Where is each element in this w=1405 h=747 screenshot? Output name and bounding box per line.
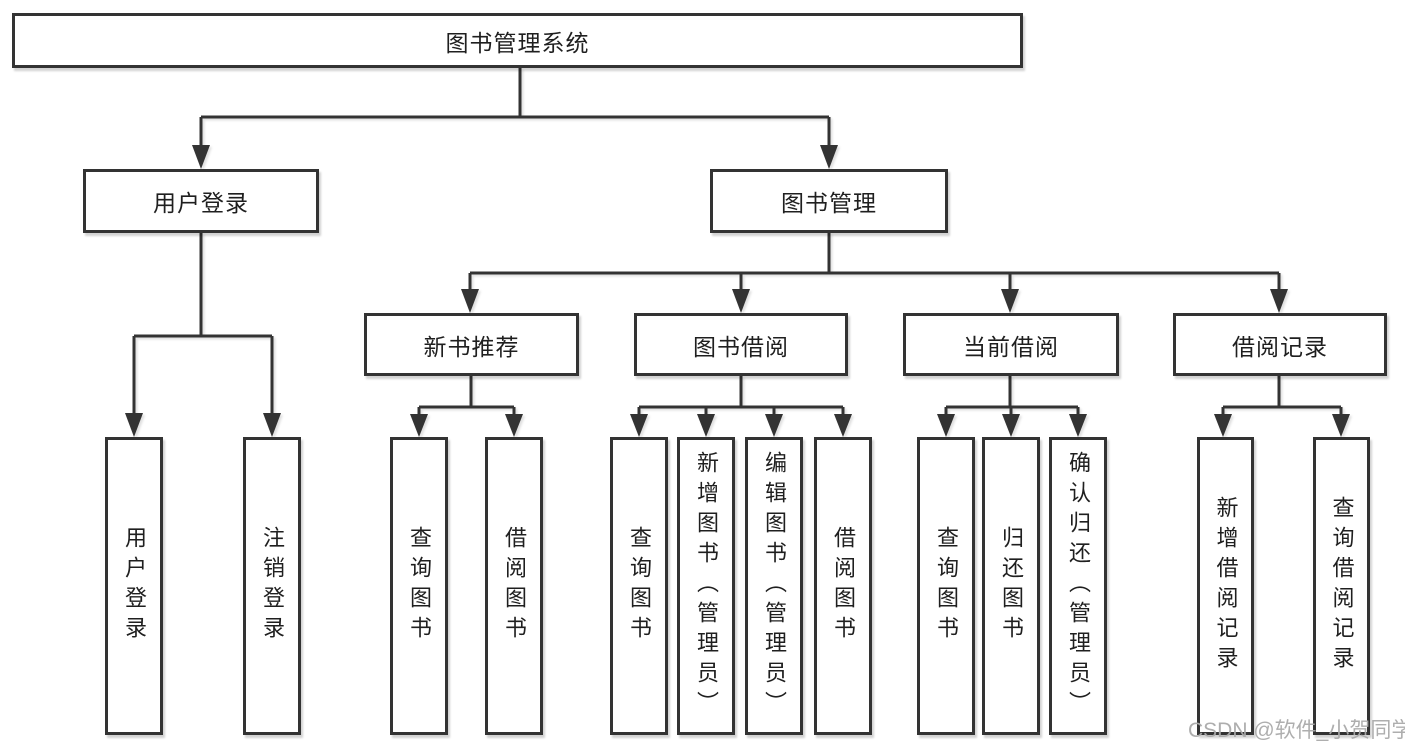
leaf-borrow-edit-book-admin: 编辑图书（管理员） [745,437,803,735]
node-borrow-record-label: 借阅记录 [1232,333,1328,360]
leaf-borrow-borrow-book: 借阅图书 [814,437,872,735]
leaf-recommend-borrow-book-label: 借阅图书 [502,526,527,646]
leaf-current-return-book: 归还图书 [982,437,1040,735]
arrowheads [125,145,1350,437]
leaf-record-add-borrow-record-label: 新增借阅记录 [1213,496,1239,676]
leaf-recommend-query-book-label: 查询图书 [407,526,432,646]
csdn-watermark: CSDN @软件_小贺同学 [1188,719,1405,742]
node-borrow-record: 借阅记录 [1173,313,1387,376]
node-current-borrow-label: 当前借阅 [963,333,1059,360]
leaf-borrow-query-book: 查询图书 [610,437,668,735]
leaf-current-query-book-label: 查询图书 [934,526,959,646]
node-book-management-label: 图书管理 [781,190,877,216]
leaf-record-add-borrow-record: 新增借阅记录 [1197,437,1254,735]
leaf-borrow-add-book-admin-label: 新增图书（管理员） [694,451,719,721]
leaf-logout-label: 注销登录 [260,526,285,646]
leaf-record-query-borrow-record-label: 查询借阅记录 [1329,496,1355,676]
node-book-management: 图书管理 [710,169,948,233]
node-user-login-module: 用户登录 [83,169,319,233]
leaf-current-return-book-label: 归还图书 [999,526,1024,646]
node-user-login-module-label: 用户登录 [153,190,249,216]
leaf-borrow-borrow-book-label: 借阅图书 [831,526,856,646]
leaf-current-confirm-return-admin-label: 确认归还（管理员） [1066,451,1091,721]
leaf-borrow-edit-book-admin-label: 编辑图书（管理员） [762,451,787,721]
leaf-current-query-book: 查询图书 [917,437,975,735]
leaf-user-login-action: 用户登录 [105,437,163,735]
leaf-user-login-action-label: 用户登录 [122,526,147,646]
leaf-recommend-borrow-book: 借阅图书 [485,437,543,735]
leaf-recommend-query-book: 查询图书 [390,437,448,735]
node-book-borrow: 图书借阅 [634,313,848,376]
leaf-borrow-add-book-admin: 新增图书（管理员） [677,437,735,735]
node-library-system-label: 图书管理系统 [445,29,590,56]
node-new-book-recommend: 新书推荐 [364,313,579,376]
leaf-record-query-borrow-record: 查询借阅记录 [1313,437,1370,735]
leaf-logout: 注销登录 [243,437,301,735]
leaf-current-confirm-return-admin: 确认归还（管理员） [1049,437,1107,735]
node-library-system: 图书管理系统 [12,13,1023,68]
node-current-borrow: 当前借阅 [903,313,1119,376]
node-new-book-recommend-label: 新书推荐 [423,333,520,360]
leaf-borrow-query-book-label: 查询图书 [627,526,652,646]
node-book-borrow-label: 图书借阅 [693,333,789,360]
